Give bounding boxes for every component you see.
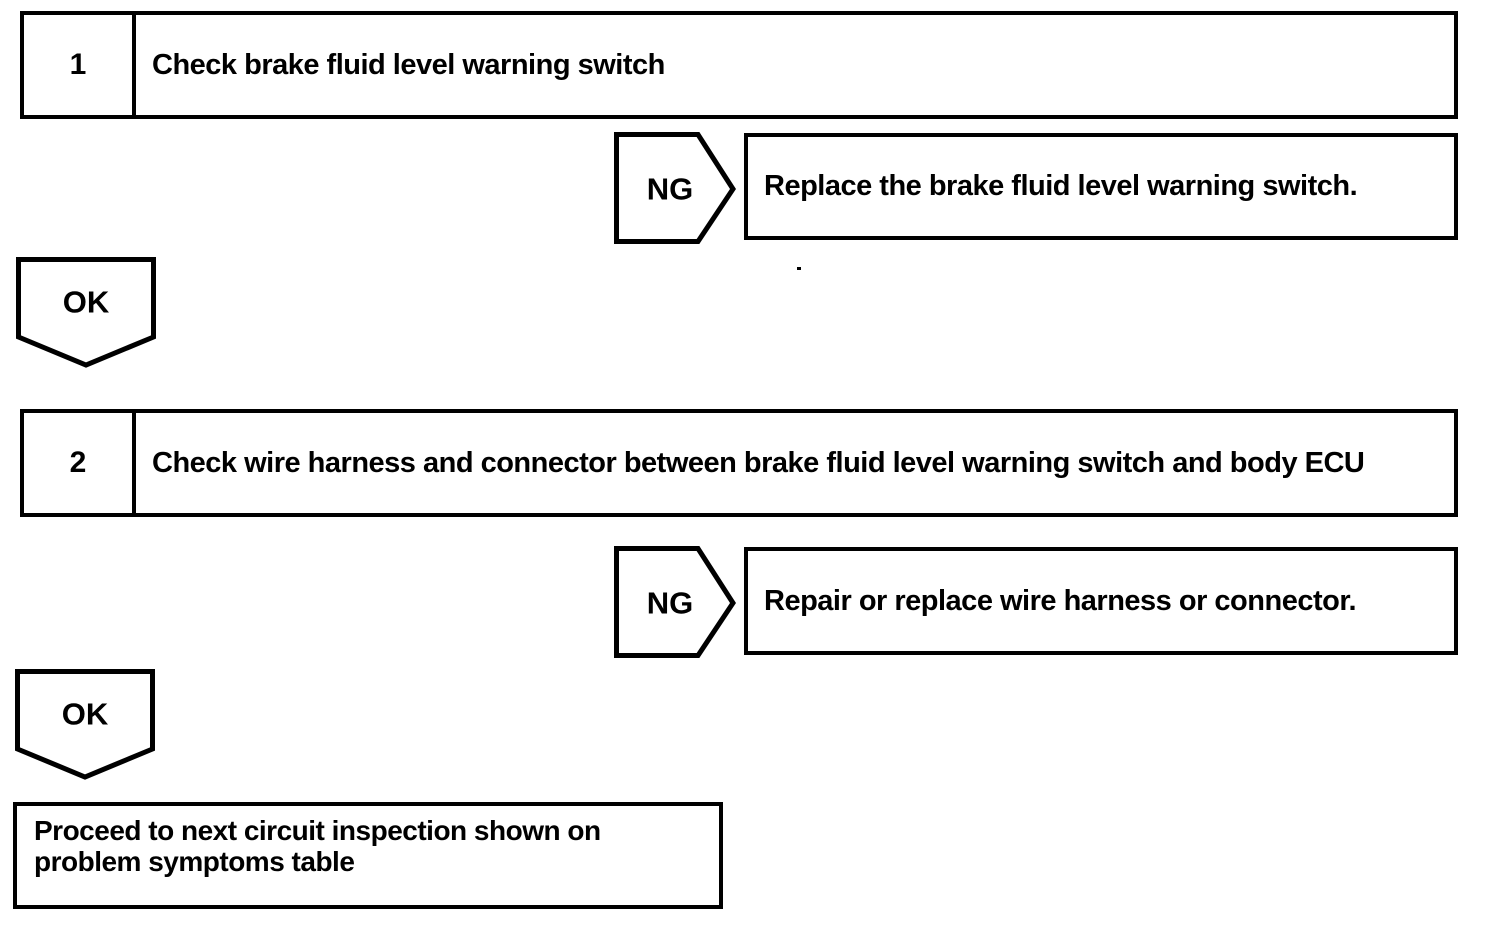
ok-arrow-2-label: OK: [62, 697, 109, 732]
ok-arrow-1: OK: [16, 257, 156, 368]
step-1-number: 1: [24, 15, 136, 115]
ng-result-1-text: Replace the brake fluid level warning sw…: [764, 170, 1358, 202]
ng-arrow-2-label: NG: [647, 586, 694, 621]
ng-result-2-text: Repair or replace wire harness or connec…: [764, 584, 1357, 617]
ng-arrow-1-shape: [614, 132, 736, 244]
final-action-box: Proceed to next circuit inspection shown…: [13, 802, 723, 909]
ng-arrow-2-shape: [614, 546, 736, 658]
step-1-box: 1 Check brake fluid level warning switch: [20, 11, 1458, 119]
ng-result-1-box: Replace the brake fluid level warning sw…: [744, 133, 1458, 240]
ok-arrow-1-label: OK: [63, 285, 110, 320]
ok-arrow-1-shape: [16, 257, 156, 368]
scan-speck: [797, 267, 801, 270]
step-2-instruction: Check wire harness and connector between…: [152, 447, 1365, 479]
ng-result-2-box: Repair or replace wire harness or connec…: [744, 547, 1458, 655]
ng-arrow-2: NG: [614, 546, 736, 658]
step-2-number: 2: [24, 413, 136, 513]
final-action-text: Proceed to next circuit inspection shown…: [34, 815, 601, 877]
step-2-box: 2 Check wire harness and connector betwe…: [20, 409, 1458, 517]
ng-arrow-1-label: NG: [647, 172, 694, 207]
step-1-instruction: Check brake fluid level warning switch: [152, 49, 665, 81]
ok-arrow-2: OK: [15, 669, 155, 780]
ng-arrow-1: NG: [614, 132, 736, 244]
ok-arrow-2-shape: [15, 669, 155, 780]
